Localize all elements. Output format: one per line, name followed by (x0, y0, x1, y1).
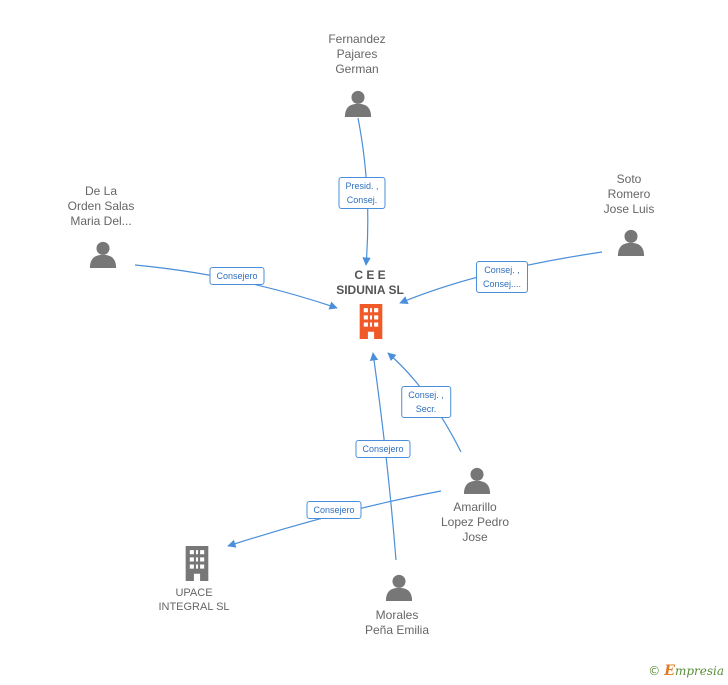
edge-label-line: Secr. (415, 404, 437, 414)
person-name-line: De La (84, 184, 118, 198)
person-label-delaorden[interactable]: De La Orden Salas Maria Del... (68, 184, 135, 229)
person-name-line: German (335, 62, 379, 76)
person-label-soto[interactable]: Soto Romero Jose Luis (604, 172, 655, 217)
edge-label-line: Consej.... (482, 279, 522, 289)
edge-morales-to-center (369, 352, 397, 561)
person-name-line: Orden Salas (67, 199, 135, 213)
edge-label-line: Consej. (346, 195, 378, 205)
person-icon-delaorden[interactable] (89, 241, 117, 268)
person-name-line: Jose Luis (603, 202, 655, 216)
brand-rest: mpresia (674, 664, 724, 678)
person-label-amarillo[interactable]: Amarillo Lopez Pedro Jose (441, 500, 509, 545)
person-name-line: Lopez Pedro (440, 515, 510, 529)
person-name-line: Soto (616, 172, 642, 186)
empresia-watermark: ©Empresia (648, 663, 724, 679)
person-icon-soto[interactable] (617, 229, 645, 256)
person-name-line: Morales (375, 608, 419, 622)
person-icon-morales[interactable] (385, 574, 413, 601)
center-name-line-1: C E E (354, 268, 386, 282)
center-name-line-2: SIDUNIA SL (336, 283, 404, 297)
edge-label-amarillo-center: Consej. , Secr. (401, 386, 451, 418)
edge-label-line: Consejero (313, 505, 355, 515)
person-name-line: Romero (607, 187, 651, 201)
edge-label-line: Consejero (362, 444, 404, 454)
edge-label-amarillo-upace: Consejero (306, 501, 362, 519)
copyright-icon: © (648, 664, 661, 678)
company-name-line: INTEGRAL SL (158, 601, 230, 613)
person-icon-amarillo[interactable] (463, 467, 491, 494)
person-name-line: Fernandez (328, 32, 386, 46)
person-name-line: Amarillo (453, 500, 497, 514)
edge-label-line: Consejero (216, 271, 258, 281)
person-icon-fernandez[interactable] (344, 90, 372, 117)
edge-label-morales: Consejero (355, 440, 411, 458)
edge-label-delaorden: Consejero (209, 267, 265, 285)
edge-label-fernandez: Presid. , Consej. (338, 177, 386, 209)
company-name-line: UPACE (175, 587, 213, 599)
edge-label-line: Consej. , (408, 390, 444, 400)
company-label-upace[interactable]: UPACE INTEGRAL SL (158, 586, 229, 614)
person-name-line: Peña Emilia (364, 623, 430, 637)
person-name-line: Jose (462, 530, 488, 544)
edge-label-soto: Consej. , Consej.... (475, 261, 529, 293)
person-label-morales[interactable]: Morales Peña Emilia (365, 608, 429, 638)
person-name-line: Pajares (336, 47, 378, 61)
edge-label-line: Consej. , (484, 265, 520, 275)
brand-initial: E (664, 663, 675, 679)
person-name-line: Maria Del... (70, 214, 132, 228)
upace-building-icon[interactable] (185, 546, 209, 581)
person-label-fernandez[interactable]: Fernandez Pajares German (328, 32, 385, 77)
center-building-icon[interactable] (359, 304, 383, 339)
center-company-label[interactable]: C E E SIDUNIA SL (336, 268, 404, 298)
edge-label-line: Presid. , (345, 181, 379, 191)
